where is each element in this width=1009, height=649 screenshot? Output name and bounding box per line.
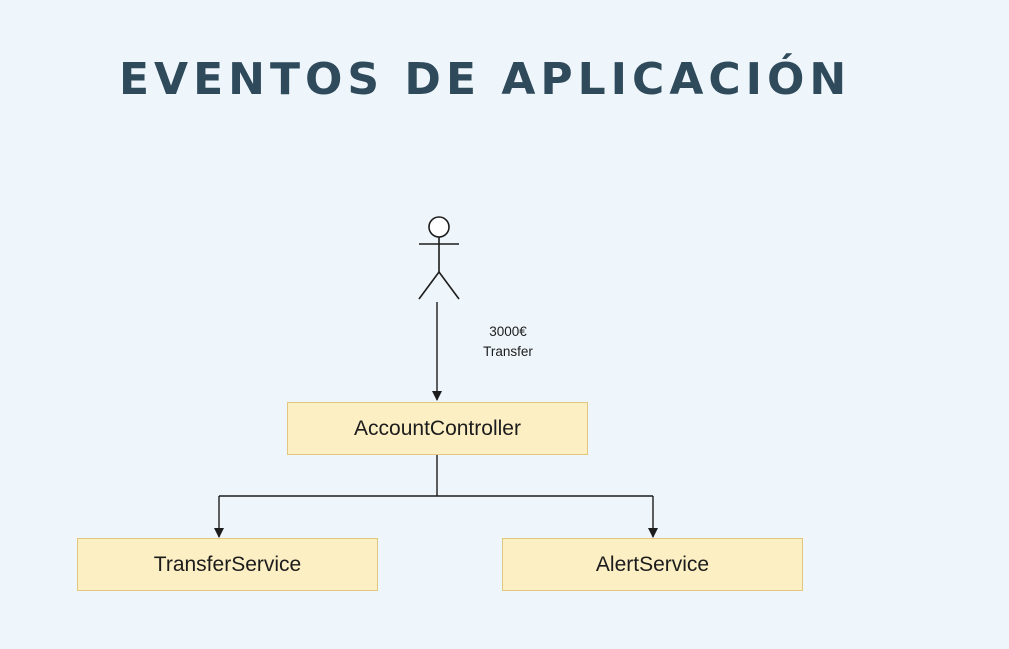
node-alert-service: AlertService (502, 538, 803, 591)
node-account-controller: AccountController (287, 402, 588, 455)
node-transfer-service-label: TransferService (153, 552, 302, 576)
node-alert-service-label: AlertService (595, 552, 710, 576)
edge-label-transfer: 3000€ Transfer (468, 322, 548, 362)
edge-label-amount: 3000€ (489, 324, 527, 339)
user-actor-icon (418, 216, 460, 300)
node-account-controller-label: AccountController (354, 416, 521, 440)
edge-label-action: Transfer (483, 344, 533, 359)
slide-title: EVENTOS DE APLICACIÓN (119, 54, 852, 105)
node-transfer-service: TransferService (77, 538, 378, 591)
